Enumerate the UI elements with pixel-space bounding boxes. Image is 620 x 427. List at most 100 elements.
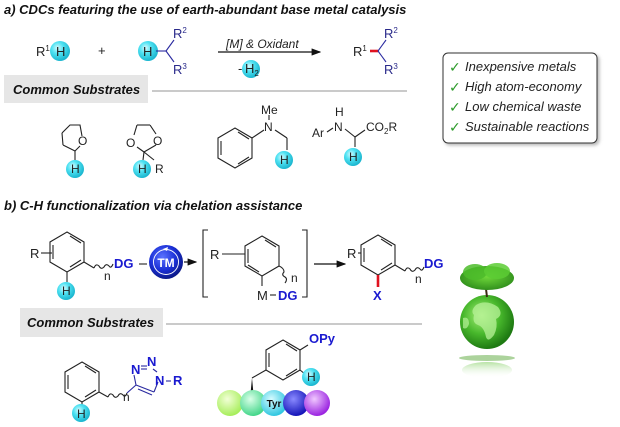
benzene-ring: [49, 231, 85, 273]
common-substrates-header-b: Common Substrates: [20, 308, 422, 337]
r1-label: R1: [353, 44, 367, 59]
h-highlight-ball: [138, 41, 158, 61]
aromatic-bond: [237, 156, 250, 165]
h-atom: H: [307, 370, 316, 384]
continent-shape: [463, 317, 469, 329]
h-highlight-ball: [57, 282, 75, 300]
bond: [251, 369, 267, 379]
r-group: R: [347, 246, 356, 261]
nitrogen-atom: N: [264, 120, 273, 134]
benefit-label: Low chemical waste: [465, 99, 581, 114]
substrate-triazole: n N N N R H: [64, 354, 183, 422]
amino-acid-bead: [217, 390, 243, 416]
r-group: R: [210, 247, 219, 262]
dg-label: DG: [424, 256, 444, 271]
section-b-title: b) C-H functionalization via chelation a…: [4, 198, 302, 213]
ch-bond: [142, 151, 145, 161]
h-highlight-ball: [66, 160, 84, 178]
plus-sign: +: [98, 43, 106, 58]
green-earth-icon: [459, 263, 515, 378]
check-icon: ✓: [449, 120, 461, 136]
substrate-thf: O H: [61, 124, 87, 178]
tree-trunk: [485, 288, 488, 298]
h-atom: H: [62, 284, 71, 298]
c-r-bond: [143, 151, 155, 161]
x-label: X: [373, 288, 382, 303]
benefits-frame: [442, 52, 598, 144]
benefit-item: ✓ Sustainable reactions: [449, 119, 590, 136]
n-subscript: n: [291, 271, 298, 285]
minus-sign: -: [238, 61, 242, 76]
benefit-item: ✓ Low chemical waste: [449, 99, 581, 116]
reactant-r1h: R1 H: [36, 41, 70, 61]
h-highlight-ball: [133, 160, 151, 178]
chain-bond: [404, 266, 425, 272]
r1-label: R1: [36, 44, 50, 59]
nh-h-atom: H: [335, 105, 344, 119]
amino-acid-bead: [304, 390, 330, 416]
bond: [165, 50, 175, 63]
bond: [98, 391, 109, 398]
r-group: R: [155, 162, 164, 176]
ring-bond: [136, 146, 145, 153]
tree-canopy: [463, 264, 487, 280]
h-atom: H: [56, 44, 65, 59]
ring-bond: [61, 132, 64, 146]
tree-canopy: [484, 263, 510, 279]
bond: [299, 344, 309, 351]
aromatic-bond: [84, 365, 97, 374]
tyr-label: Tyr: [267, 399, 282, 410]
metal-label: M: [257, 288, 268, 303]
start-arene: R n DG H: [30, 231, 134, 300]
benefit-label: Inexpensive metals: [465, 59, 577, 74]
left-bracket: [202, 229, 208, 298]
bond: [152, 368, 158, 373]
aromatic-bond: [285, 368, 298, 377]
reaction-arrow-a: [M] & Oxidant - H2: [218, 37, 322, 78]
h-atom: H: [138, 162, 147, 176]
product-b: R X n DG: [347, 234, 444, 303]
bond: [83, 261, 95, 269]
chain-bond: [107, 392, 128, 398]
methyl-label: Me: [261, 103, 278, 117]
opy-label: OPy: [309, 331, 336, 346]
ring-bond: [61, 124, 83, 137]
h2-label: H2: [245, 61, 259, 78]
double-bond: [137, 388, 153, 396]
aromatic-bond: [285, 343, 298, 352]
nitrogen-atom: N: [131, 362, 140, 377]
tm-ball: [149, 245, 183, 279]
aromatic-bond: [69, 259, 82, 268]
globe-reflection: [462, 362, 512, 378]
cycle-arrow-icon: [163, 247, 168, 251]
bond: [251, 129, 265, 139]
common-substrates-header-a: Common Substrates: [4, 75, 407, 103]
h-highlight-ball: [275, 151, 293, 169]
bond: [377, 50, 387, 63]
aromatic-bond: [380, 238, 393, 247]
h-atom: H: [280, 153, 289, 167]
benzene-ring: [244, 235, 280, 277]
right-bracket: [302, 229, 308, 298]
bond: [377, 39, 387, 52]
bond: [135, 384, 155, 393]
n-subscript: n: [104, 269, 111, 283]
h-atom: H: [143, 44, 152, 59]
n-subscript: n: [123, 390, 130, 404]
bond: [394, 264, 406, 272]
nitrogen-atom: N: [155, 373, 164, 388]
section-a-title: a) CDCs featuring the use of earth-abund…: [4, 2, 406, 17]
substrate-glycine-ester: Ar H N CO2R H: [312, 105, 397, 166]
amino-acid-bead: [240, 390, 266, 416]
ring-bond: [133, 124, 138, 136]
product-a: R1 R2 R3: [353, 26, 398, 77]
h-highlight-ball: [72, 404, 90, 422]
aromatic-bond: [237, 131, 250, 140]
ring-bond: [143, 144, 157, 153]
oxygen-atom: O: [78, 134, 87, 148]
r-group: R: [173, 373, 183, 388]
bond: [165, 39, 175, 52]
benzene-ring: [217, 127, 253, 169]
dg-label: DG: [114, 256, 134, 271]
benefit-label: Sustainable reactions: [465, 119, 590, 134]
